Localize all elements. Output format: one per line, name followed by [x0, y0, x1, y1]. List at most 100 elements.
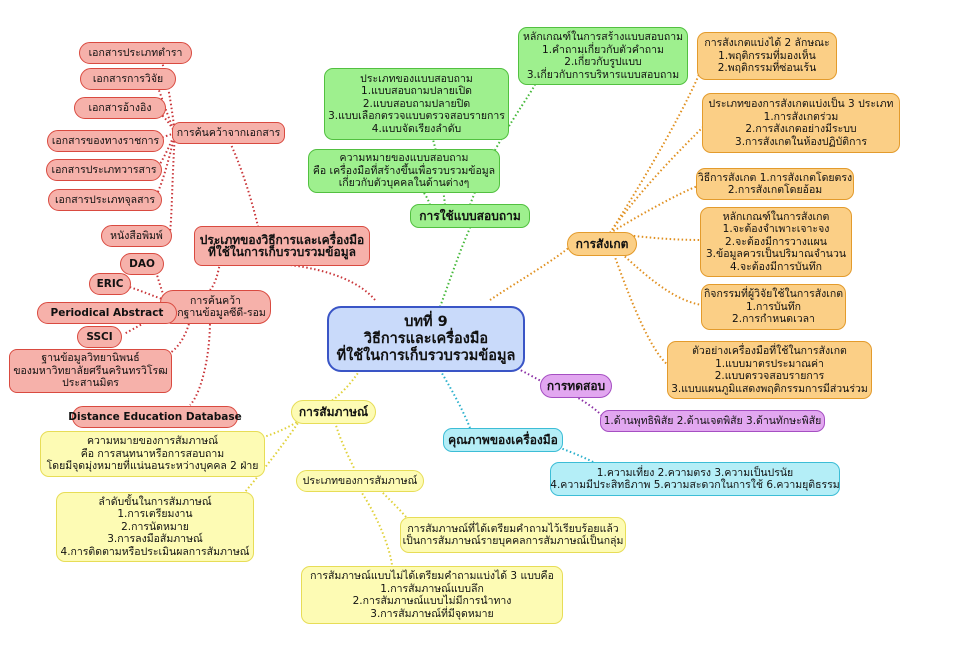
doc-item-government: เอกสารของทางราชการ: [47, 130, 164, 152]
observation-label: การสังเกต: [575, 236, 629, 251]
quality-detail-line: 1.ความเที่ยง 2.ความตรง 3.ความเป็นปรนัย: [596, 466, 794, 479]
doc-item-label: เอกสารอ้างอิง: [88, 101, 152, 114]
quality-branch-node: คุณภาพของเครื่องมือ: [443, 428, 563, 452]
obs-activities-line: 2.การกำหนดเวลา: [732, 313, 815, 326]
obs-activities-line: 1.การบันทึก: [745, 300, 802, 313]
doc-item-label: เอกสารประเภทตำรา: [88, 46, 183, 59]
doc-item-label: หนังสือพิมพ์: [110, 229, 163, 242]
obs-tools-line: ตัวอย่างเครื่องมือที่ใช้ในการสังเกต: [692, 345, 847, 357]
observation-principles: หลักเกณฑ์ในการสังเกต 1.จะต้องจำเพาะเจาะจ…: [700, 207, 852, 277]
interview-meaning-line: คือ การสนทนาหรือการสอบถาม: [80, 447, 225, 460]
interview-structured: การสัมภาษณ์ที่ได้เตรียมคำถามไว้เรียบร้อย…: [400, 517, 626, 553]
db-item-periodical-abstract: Periodical Abstract: [37, 302, 177, 324]
db-research-node: การค้นคว้า จากฐานข้อมูลซีดี-รอม: [160, 290, 271, 324]
db-thesis-line: ประสานมิตร: [62, 377, 119, 390]
types-branch-node: ประเภทของวิธีการและเครื่องมือ ที่ใช้ในกา…: [194, 226, 370, 266]
interview-types-label: ประเภทของการสัมภาษณ์: [302, 474, 418, 487]
db-item-label: ERIC: [96, 277, 124, 290]
obs-types-line: 3.การสังเกตในห้องปฏิบัติการ: [735, 135, 867, 148]
obs-types-line: 2.การสังเกตอย่างมีระบบ: [745, 123, 857, 135]
q-types-line: 2.แบบสอบถามปลายปิด: [362, 97, 471, 110]
questionnaire-principles: หลักเกณฑ์ในการสร้างแบบสอบถาม 1.คำถามเกี่…: [518, 27, 688, 85]
db-item-label: Distance Education Database: [68, 410, 242, 423]
test-detail: 1.ด้านพุทธิพิสัย 2.ด้านเจตพิสัย 3.ด้านทั…: [600, 410, 825, 432]
center-topic: บทที่ 9 วิธีการและเครื่องมือ ที่ใช้ในการ…: [327, 306, 525, 372]
db-item-ssci: SSCI: [77, 326, 122, 348]
interview-unstructured-line: การสัมภาษณ์แบบไม่ได้เตรียมคำถามแบ่งได้ 3…: [310, 570, 554, 582]
observation-tools: ตัวอย่างเครื่องมือที่ใช้ในการสังเกต 1.แบ…: [667, 341, 872, 399]
obs-tools-line: 2.แบบตรวจสอบรายการ: [714, 370, 825, 382]
quality-detail: 1.ความเที่ยง 2.ความตรง 3.ความเป็นปรนัย 4…: [550, 462, 840, 496]
doc-item-journal: เอกสารประเภทวารสาร: [46, 159, 162, 181]
observation-types: ประเภทของการสังเกตแบ่งเป็น 3 ประเภท 1.กา…: [702, 93, 900, 153]
db-research-line: จากฐานข้อมูลซีดี-รอม: [165, 307, 266, 319]
obs-types-line: 1.การสังเกตร่วม: [763, 110, 839, 123]
obs-principles-line: 4.จะต้องมีการบันทึก: [730, 260, 822, 273]
interview-steps-line: 1.การเตรียมงาน: [117, 508, 193, 521]
interview-steps-line: 4.การติดตามหรือประเมินผลการสัมภาษณ์: [60, 545, 250, 558]
q-meaning-line: คือ เครื่องมือที่สร้างขึ้นเพื่อรวบรวมข้อ…: [312, 164, 496, 177]
db-item-label: SSCI: [86, 330, 113, 343]
obs-principles-line: 2.จะต้องมีการวางแผน: [725, 235, 827, 248]
obs-tools-line: 3.แบบแผนภูมิแสดงพฤติกรรมการมีส่วนร่วม: [671, 382, 868, 395]
quality-detail-line: 4.ความมีประสิทธิภาพ 5.ความสะดวกในการใช้ …: [550, 479, 840, 491]
interview-steps: ลำดับขั้นในการสัมภาษณ์ 1.การเตรียมงาน 2.…: [56, 492, 254, 562]
q-types-line: 1.แบบสอบถามปลายเปิด: [361, 85, 472, 98]
interview-meaning-line: โดยมีจุดมุ่งหมายที่แน่นอนระหว่างบุคคล 2 …: [46, 460, 259, 473]
obs-principles-line: หลักเกณฑ์ในการสังเกต: [722, 210, 830, 223]
obs-principles-line: 3.ข้อมูลควรเป็นปริมาณจำนวน: [706, 248, 847, 261]
questionnaire-meaning: ความหมายของแบบสอบถาม คือ เครื่องมือที่สร…: [308, 149, 500, 193]
obs-kinds-line: การสังเกตแบ่งได้ 2 ลักษณะ: [704, 37, 830, 50]
test-detail-text: 1.ด้านพุทธิพิสัย 2.ด้านเจตพิสัย 3.ด้านทั…: [603, 414, 822, 427]
doc-item-label: เอกสารการวิจัย: [92, 72, 164, 85]
obs-principles-line: 1.จะต้องจำเพาะเจาะจง: [722, 223, 830, 236]
obs-kinds-line: 2.พฤติกรรมที่ซ่อนเร้น: [717, 62, 817, 75]
interview-steps-line: 3.การลงมือสัมภาษณ์: [107, 533, 203, 546]
db-item-distance-education: Distance Education Database: [68, 406, 242, 428]
db-thesis-line: ฐานข้อมูลวิทยานิพนธ์: [41, 352, 140, 365]
test-label: การทดสอบ: [546, 378, 606, 393]
db-item-eric: ERIC: [89, 273, 131, 295]
q-types-line: ประเภทของแบบสอบถาม: [360, 72, 473, 85]
doc-research-node: การค้นคว้าจากเอกสาร: [172, 122, 285, 144]
q-principles-line: หลักเกณฑ์ในการสร้างแบบสอบถาม: [522, 31, 684, 43]
questionnaire-types: ประเภทของแบบสอบถาม 1.แบบสอบถามปลายเปิด 2…: [324, 68, 509, 140]
doc-item-newspaper: หนังสือพิมพ์: [101, 225, 172, 247]
obs-types-line: ประเภทของการสังเกตแบ่งเป็น 3 ประเภท: [708, 98, 894, 110]
q-types-line: 4.แบบจัดเรียงลำดับ: [371, 122, 462, 135]
observation-activities: กิจกรรมที่ผู้วิจัยใช้ในการสังเกต 1.การบั…: [701, 284, 846, 330]
questionnaire-label: การใช้แบบสอบถาม: [419, 208, 521, 223]
observation-kinds: การสังเกตแบ่งได้ 2 ลักษณะ 1.พฤติกรรมที่ม…: [697, 32, 837, 80]
db-item-label: Periodical Abstract: [50, 306, 164, 319]
doc-research-label: การค้นคว้าจากเอกสาร: [176, 126, 281, 139]
interview-unstructured-line: 2.การสัมภาษณ์แบบไม่มีการนำทาง: [352, 595, 512, 607]
db-item-dao: DAO: [120, 253, 164, 275]
q-principles-line: 1.คำถามเกี่ยวกับตัวคำถาม: [542, 43, 664, 56]
interview-meaning-line: ความหมายของการสัมภาษณ์: [87, 435, 218, 448]
observation-methods: วิธีการสังเกต 1.การสังเกตโดยตรง 2.การสัง…: [696, 168, 854, 200]
db-item-thesis: ฐานข้อมูลวิทยานิพนธ์ ของมหาวิทยาลัยศรีนค…: [9, 349, 172, 393]
interview-unstructured-line: 1.การสัมภาษณ์แบบลึก: [380, 582, 484, 595]
interview-types-node: ประเภทของการสัมภาษณ์: [296, 470, 424, 492]
q-meaning-line: เกี่ยวกับตัวบุคคลในด้านต่างๆ: [338, 177, 470, 190]
db-item-label: DAO: [129, 257, 155, 270]
center-title-line: ที่ใช้ในการเก็บรวบรวมข้อมูล: [336, 347, 516, 364]
q-principles-line: 3.เกี่ยวกับการบริหารแบบสอบถาม: [526, 68, 680, 81]
doc-item-research: เอกสารการวิจัย: [80, 68, 176, 90]
observation-branch-node: การสังเกต: [567, 232, 637, 256]
quality-label: คุณภาพของเครื่องมือ: [448, 432, 558, 447]
doc-item-textbook: เอกสารประเภทตำรา: [79, 42, 192, 64]
obs-kinds-line: 1.พฤติกรรมที่มองเห็น: [718, 49, 816, 62]
q-meaning-line: ความหมายของแบบสอบถาม: [339, 152, 469, 165]
center-title-line: บทที่ 9: [404, 313, 448, 330]
doc-item-label: เอกสารประเภทจุลสาร: [54, 193, 156, 206]
questionnaire-branch-node: การใช้แบบสอบถาม: [410, 204, 530, 228]
q-principles-line: 2.เกี่ยวกับรูปแบบ: [564, 56, 642, 68]
interview-branch-node: การสัมภาษณ์: [291, 400, 376, 424]
q-types-line: 3.แบบเลือกตรวจแบบตรวจสอบรายการ: [328, 110, 505, 123]
doc-item-reference: เอกสารอ้างอิง: [74, 97, 166, 119]
interview-structured-line: การสัมภาษณ์ที่ได้เตรียมคำถามไว้เรียบร้อย…: [407, 522, 619, 535]
interview-steps-line: ลำดับขั้นในการสัมภาษณ์: [98, 495, 212, 508]
interview-unstructured: การสัมภาษณ์แบบไม่ได้เตรียมคำถามแบ่งได้ 3…: [301, 566, 563, 624]
interview-steps-line: 2.การนัดหมาย: [121, 520, 189, 533]
